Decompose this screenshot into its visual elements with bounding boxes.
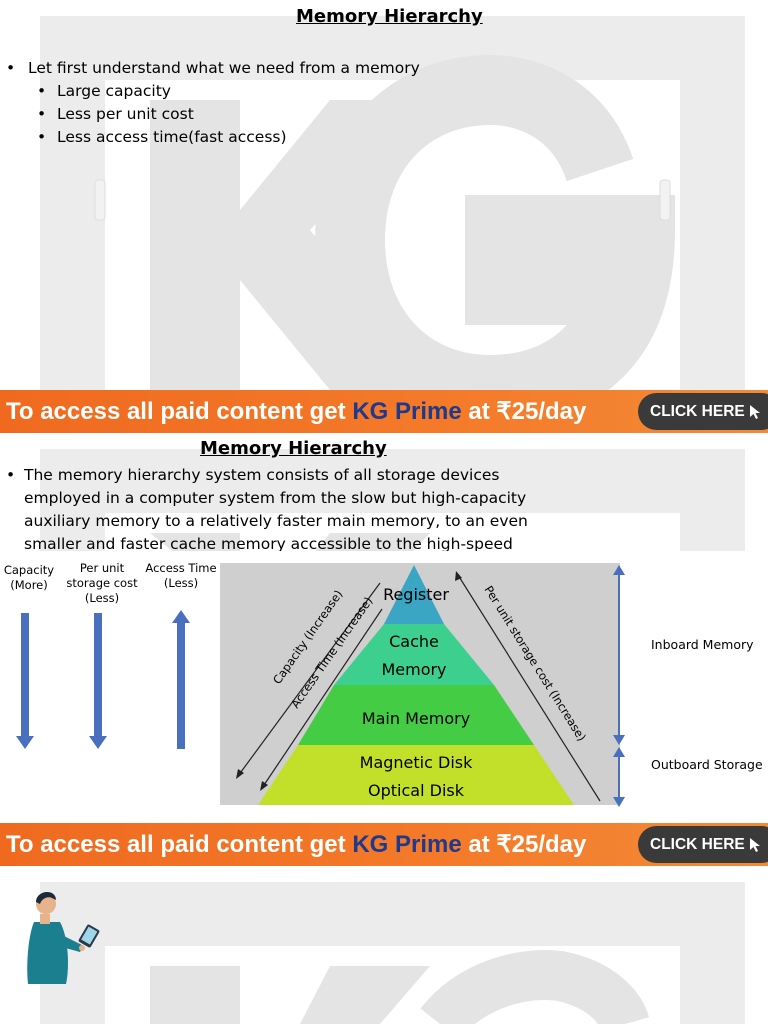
label-optical-disk: Optical Disk [368,781,465,800]
promo-text: To access all paid content get KG Prime … [6,831,587,858]
slide-3 [0,866,768,1024]
pyramid-main-memory [298,685,534,745]
label-register: Register [383,585,449,604]
access-time-arrow-up [172,610,190,749]
page-title: Memory Hierarchy [296,6,483,27]
cursor-icon [749,837,760,852]
column-capacity: Capacity (More) [3,563,55,592]
label-cache: Cache [389,632,439,651]
column-access-time: Access Time (Less) [145,561,217,590]
pyramid-figure: Register Cache Memory Main Memory Magnet… [16,563,625,807]
list-item: Large capacity [4,80,420,103]
cost-arrow-down [89,613,107,749]
click-here-button[interactable]: CLICK HERE [638,826,768,863]
cursor-icon [749,404,760,419]
label-inboard-memory: Inboard Memory [651,637,754,652]
click-here-button[interactable]: CLICK HERE [638,393,768,430]
column-cost: Per unit storage cost (Less) [66,561,138,605]
hierarchy-description: The memory hierarchy system consists of … [4,464,564,556]
label-magnetic-disk: Magnetic Disk [360,753,473,772]
pyramid-disk [258,745,574,805]
person-with-tablet-illustration [27,891,100,984]
pyramid-register [384,565,444,624]
memory-hierarchy-diagram: Capacity (More) Per unit storage cost (L… [0,551,768,823]
brand-name: KG Prime [352,398,462,425]
brand-name: KG Prime [352,831,462,858]
list-item: Less per unit cost [4,103,420,126]
slide-2: Memory Hierarchy The memory hierarchy sy… [0,433,768,823]
capacity-arrow-down [16,613,34,749]
section-title: Memory Hierarchy [200,438,387,459]
list-item: Less access time(fast access) [4,126,420,149]
promo-banner[interactable]: To access all paid content get KG Prime … [0,823,768,866]
label-main-memory: Main Memory [362,709,470,728]
label-outboard-storage: Outboard Storage [651,757,763,772]
requirements-list: Let first understand what we need from a… [4,57,420,149]
label-cache-memory: Memory [381,660,446,679]
promo-banner[interactable]: To access all paid content get KG Prime … [0,390,768,433]
pyramid-cache [334,624,494,685]
list-item: Let first understand what we need from a… [4,57,420,80]
promo-text: To access all paid content get KG Prime … [6,398,587,425]
slide-1: Memory Hierarchy Let first understand wh… [0,0,768,390]
